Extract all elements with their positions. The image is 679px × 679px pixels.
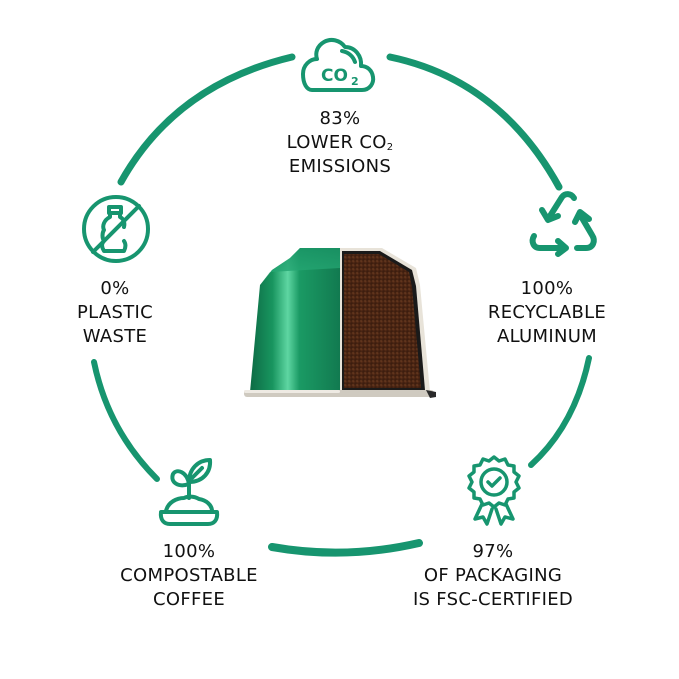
arc-right — [528, 355, 592, 468]
co2-cloud-icon: CO 2 — [301, 37, 376, 92]
co2-line1: LOWER CO2 — [286, 132, 394, 153]
feature-label-compostable: 100% COMPOSTABLE COFFEE — [120, 540, 258, 612]
arc-top-left — [117, 53, 296, 186]
recycle-icon — [529, 191, 597, 257]
fsc-value: 97% — [472, 541, 514, 562]
co2-value: 83% — [319, 108, 361, 129]
sprout-icon — [158, 458, 220, 526]
svg-text:CO: CO — [321, 66, 348, 86]
compostable-line1: COMPOSTABLE — [120, 565, 258, 586]
plastic-line1: PLASTIC — [76, 302, 154, 323]
arc-top-right — [386, 53, 563, 191]
recyclable-line1: RECYCLABLE — [487, 302, 607, 323]
compostable-line2: COFFEE — [153, 589, 225, 610]
arc-left — [91, 359, 160, 482]
feature-label-fsc: 97% OF PACKAGING IS FSC-CERTIFIED — [413, 540, 573, 612]
award-badge-icon — [467, 455, 521, 526]
co2-line2: EMISSIONS — [288, 156, 392, 177]
svg-text:2: 2 — [351, 75, 359, 88]
plastic-value: 0% — [100, 278, 130, 299]
feature-label-plastic: 0% PLASTIC WASTE — [77, 277, 153, 349]
no-plastic-bottle-icon — [82, 195, 150, 263]
feature-label-co2: 83% LOWER CO2 EMISSIONS — [287, 107, 394, 179]
recyclable-value: 100% — [520, 278, 574, 299]
recyclable-line2: ALUMINUM — [496, 326, 598, 347]
fsc-line2: IS FSC-CERTIFIED — [412, 589, 574, 610]
plastic-line2: WASTE — [82, 326, 148, 347]
feature-label-recyclable: 100% RECYCLABLE ALUMINUM — [488, 277, 606, 349]
arc-bottom — [268, 539, 423, 557]
compostable-value: 100% — [162, 541, 216, 562]
coffee-capsule-image — [244, 248, 436, 398]
fsc-line1: OF PACKAGING — [423, 565, 563, 586]
